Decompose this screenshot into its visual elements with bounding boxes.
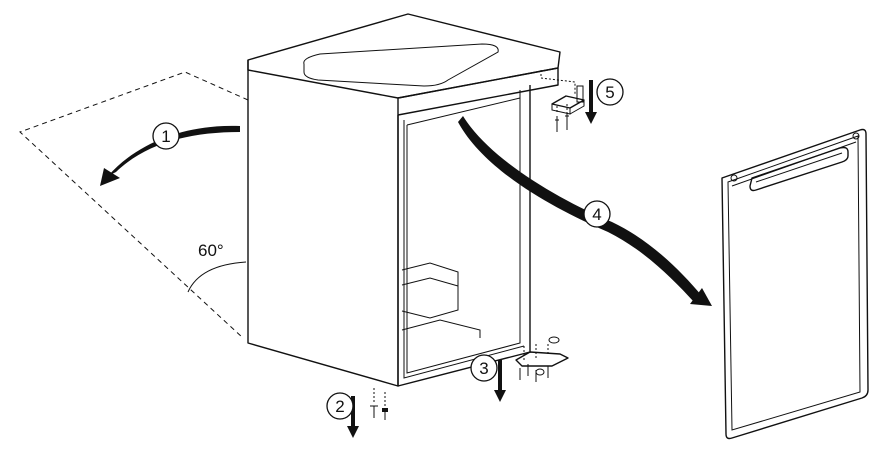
fridge-door [721,128,869,440]
angle-arc: 60° [187,241,247,293]
step-number: 1 [161,127,170,146]
step-badge-2: 2 [326,392,354,420]
step-number: 5 [605,83,614,102]
step-badge-1: 1 [152,122,180,150]
door-swing-outline [19,71,249,339]
top-hinge [540,70,585,132]
step-2-arrow [347,396,359,438]
step-number: 3 [479,359,488,378]
bottom-screws-left [370,388,388,420]
bottom-hinge [515,336,569,382]
step-badge-5: 5 [596,78,624,106]
fridge-cabinet [247,13,561,387]
step-3-arrow [494,360,506,402]
step-badge-3: 3 [470,354,498,382]
step-badge-4: 4 [583,200,611,228]
step-number: 4 [592,205,601,224]
step-4-arrow [458,116,712,306]
step-number: 2 [335,397,344,416]
step-5-arrow [585,80,597,124]
angle-label: 60° [198,241,224,260]
